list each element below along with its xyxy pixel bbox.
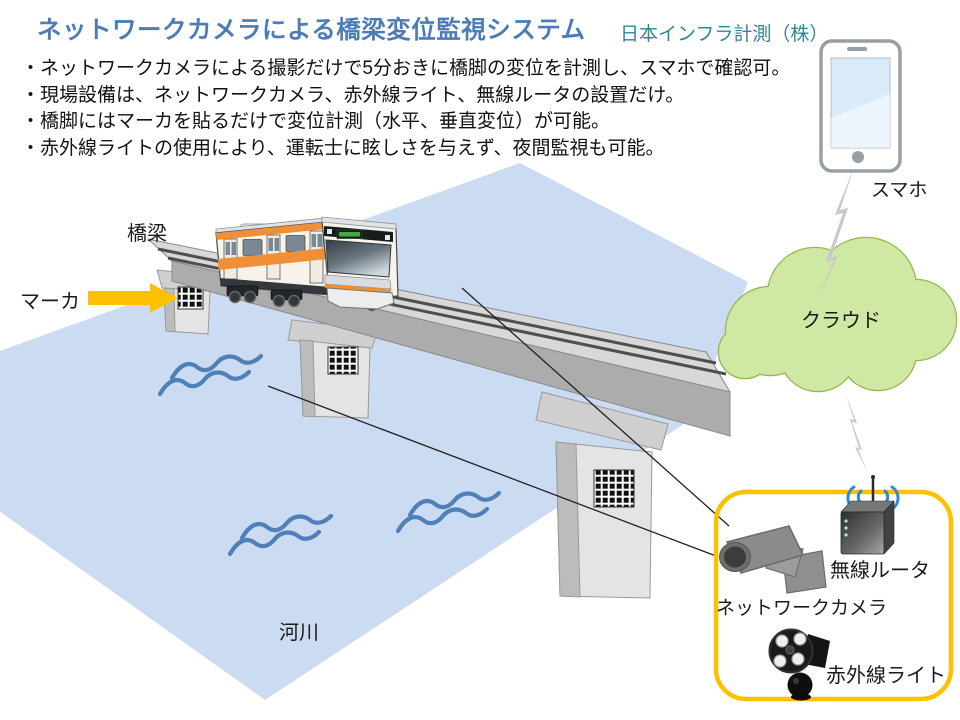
cloud-icon: [717, 236, 958, 393]
bullet-item: ・現場設備は、ネットワークカメラ、赤外線ライト、無線ルータの設置だけ。: [21, 84, 685, 106]
feature-bullet-list: ・ネットワークカメラによる撮影だけで5分おきに橋脚の変位を計測し、スマホで確認可…: [21, 56, 790, 162]
page-title: ネットワークカメラによる橋梁変位監視システム: [37, 17, 586, 44]
displacement-marker: [177, 286, 204, 310]
displacement-marker: [327, 346, 359, 375]
smartphone-icon: [819, 39, 902, 173]
train: [215, 216, 399, 312]
smartphone-label: スマホ: [871, 180, 928, 201]
infrared-light-label: 赤外線ライト: [826, 665, 946, 687]
bridge-label: 橋梁: [127, 223, 167, 245]
camera-sight-lines: [267, 287, 730, 557]
network-camera-icon: [719, 525, 827, 594]
bullet-item: ・ネットワークカメラによる撮影だけで5分おきに橋脚の変位を計測し、スマホで確認可…: [21, 58, 791, 79]
bullet-item: ・橋脚にはマーカを貼るだけで変位計測（水平、垂直変位）が可能。: [21, 111, 611, 132]
river-label: 河川: [279, 622, 319, 644]
marker-arrow-icon: [88, 283, 178, 313]
wireless-router-label: 無線ルータ: [830, 560, 930, 582]
displacement-marker: [593, 469, 635, 508]
wireless-router-icon: [840, 475, 900, 555]
infrared-light-icon: [768, 628, 830, 701]
bridge-pier-3: [535, 391, 669, 599]
cloud-label: クラウド: [801, 310, 881, 332]
network-camera-label: ネットワークカメラ: [716, 598, 888, 619]
marker-label: マーカ: [20, 291, 80, 313]
bullet-item: ・赤外線ライトの使用により、運転士に眩しさを与えず、夜間監視も可能。: [21, 137, 665, 159]
company-name: 日本インフラ計測（株）: [620, 24, 829, 45]
wireless-link-bolt-icon: [846, 395, 868, 473]
equipment-box: [713, 489, 954, 702]
